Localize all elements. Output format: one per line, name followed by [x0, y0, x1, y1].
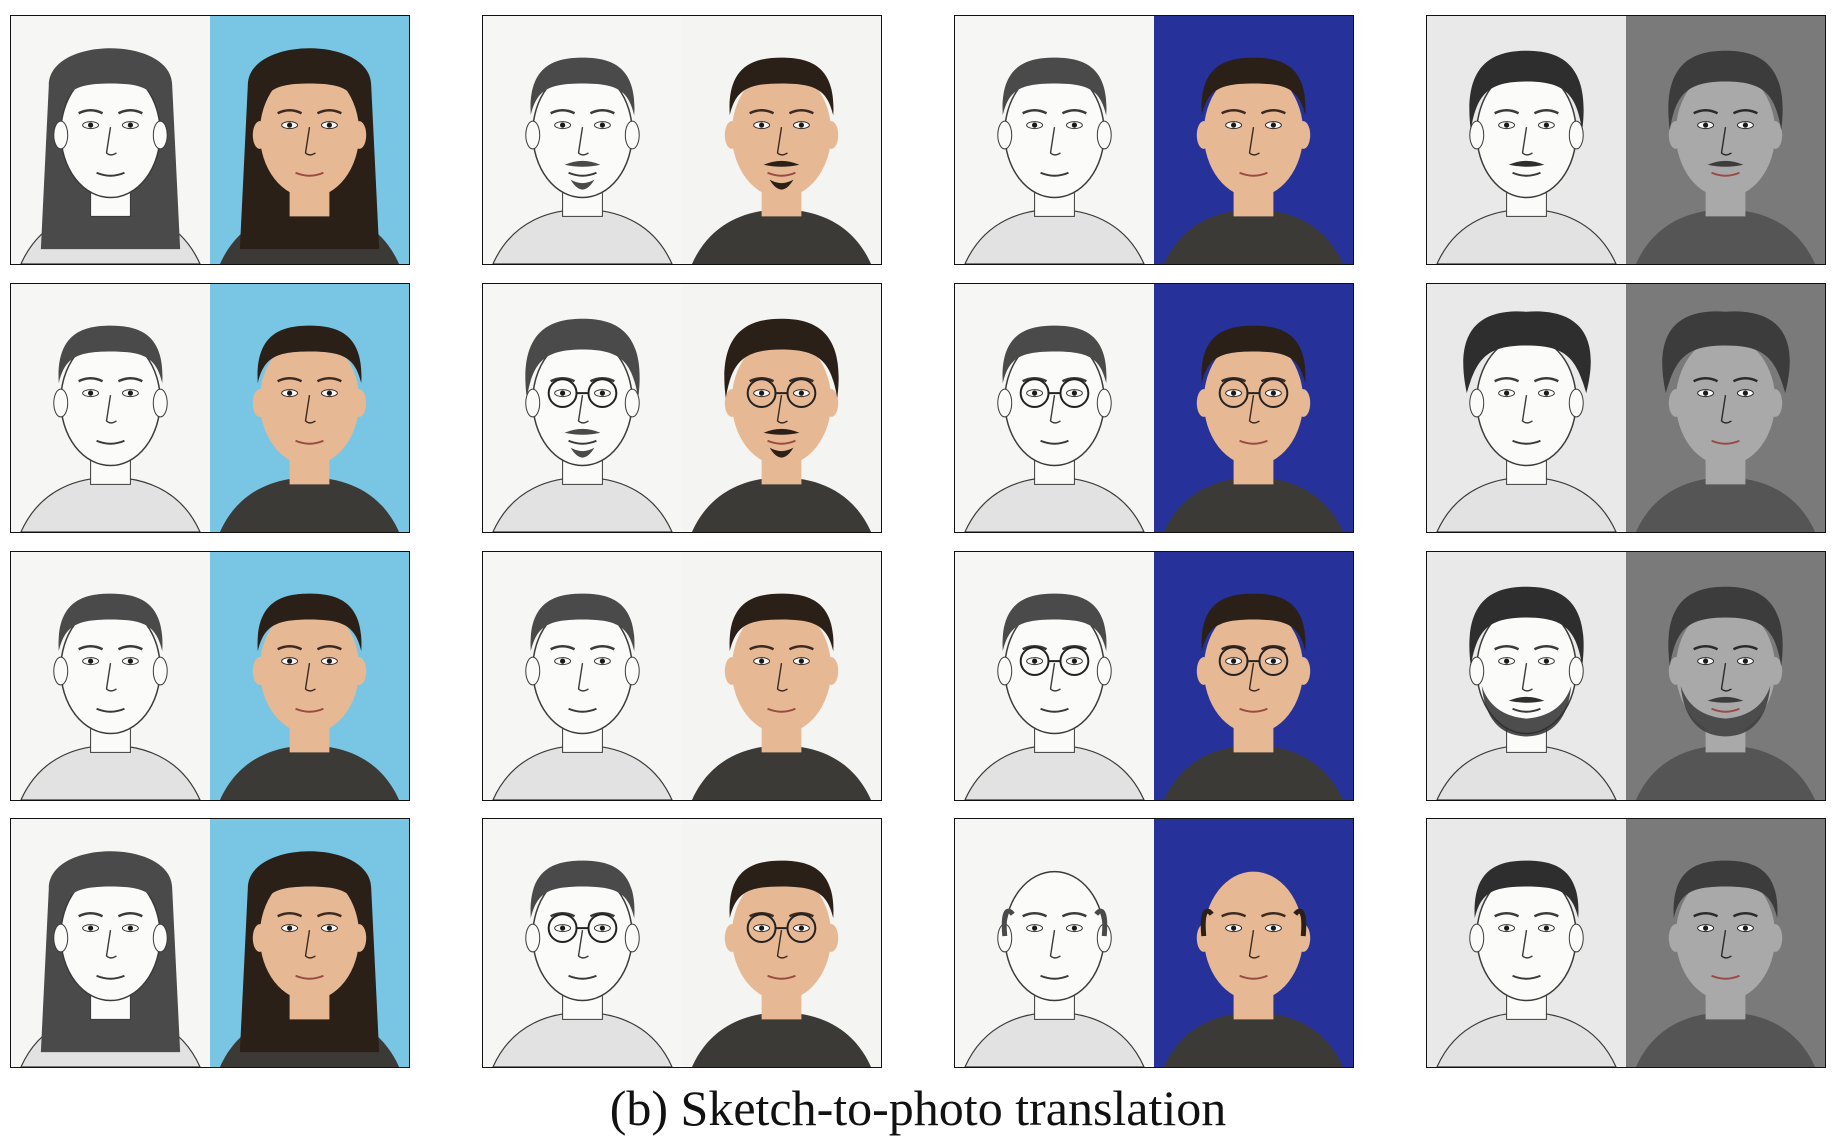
sketch-photo-pair — [954, 15, 1354, 265]
face-sketch-image — [11, 552, 210, 800]
sketch-photo-grid — [10, 15, 1826, 1068]
face-photo-image — [1154, 16, 1353, 264]
face-sketch-image — [955, 16, 1154, 264]
face-photo-image — [1626, 819, 1825, 1067]
face-photo-image — [1154, 819, 1353, 1067]
face-photo-image — [682, 16, 881, 264]
sketch-photo-pair — [1426, 818, 1826, 1068]
figure-caption: (b) Sketch-to-photo translation — [609, 1080, 1227, 1136]
sketch-photo-pair — [1426, 283, 1826, 533]
sketch-photo-pair — [10, 551, 410, 801]
face-sketch-image — [11, 284, 210, 532]
sketch-photo-pair — [1426, 15, 1826, 265]
sketch-photo-pair — [482, 551, 882, 801]
sketch-photo-pair — [10, 818, 410, 1068]
face-sketch-image — [11, 819, 210, 1067]
face-sketch-image — [11, 16, 210, 264]
face-sketch-image — [1427, 16, 1626, 264]
sketch-photo-pair — [954, 818, 1354, 1068]
face-photo-image — [1626, 16, 1825, 264]
face-sketch-image — [1427, 552, 1626, 800]
sketch-photo-pair — [954, 551, 1354, 801]
sketch-photo-pair — [10, 283, 410, 533]
face-photo-image — [682, 819, 881, 1067]
face-photo-image — [682, 284, 881, 532]
sketch-photo-pair — [482, 818, 882, 1068]
face-photo-image — [210, 284, 409, 532]
face-photo-image — [1626, 284, 1825, 532]
face-photo-image — [210, 819, 409, 1067]
face-sketch-image — [955, 552, 1154, 800]
face-sketch-image — [1427, 284, 1626, 532]
face-sketch-image — [1427, 819, 1626, 1067]
face-sketch-image — [955, 284, 1154, 532]
sketch-photo-pair — [1426, 551, 1826, 801]
face-sketch-image — [483, 284, 682, 532]
face-photo-image — [682, 552, 881, 800]
face-photo-image — [1626, 552, 1825, 800]
face-photo-image — [210, 552, 409, 800]
sketch-photo-pair — [10, 15, 410, 265]
sketch-photo-pair — [954, 283, 1354, 533]
face-sketch-image — [483, 16, 682, 264]
face-photo-image — [210, 16, 409, 264]
face-sketch-image — [483, 819, 682, 1067]
face-sketch-image — [483, 552, 682, 800]
face-sketch-image — [955, 819, 1154, 1067]
face-photo-image — [1154, 552, 1353, 800]
sketch-photo-pair — [482, 283, 882, 533]
face-photo-image — [1154, 284, 1353, 532]
sketch-photo-pair — [482, 15, 882, 265]
